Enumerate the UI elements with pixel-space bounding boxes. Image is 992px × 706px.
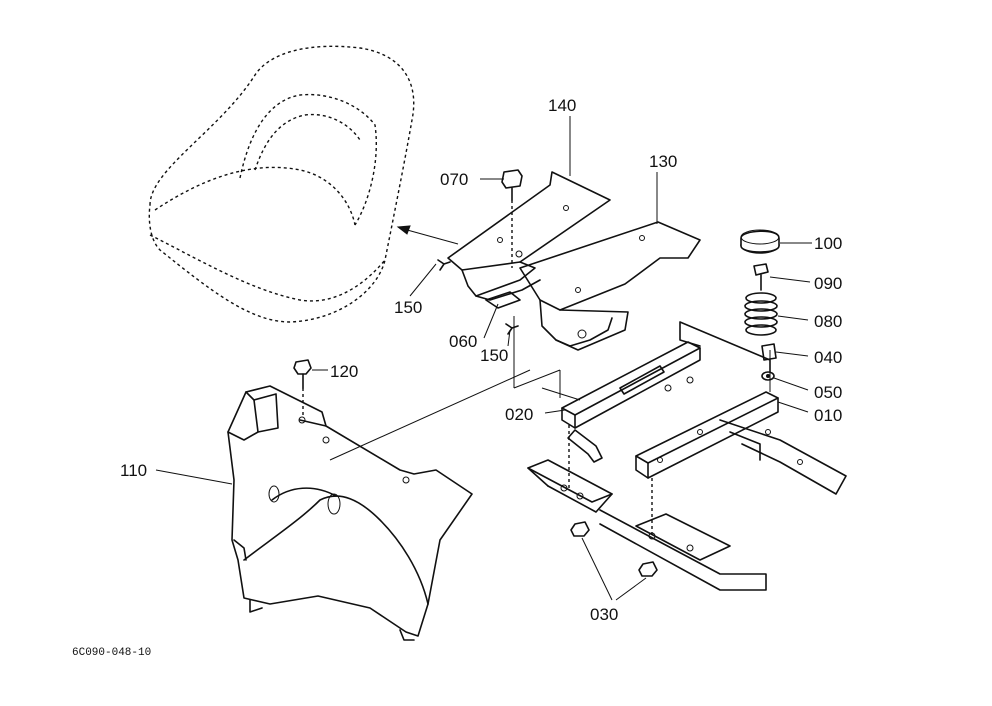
label-100: 100 xyxy=(814,234,842,253)
bolt-090 xyxy=(753,263,769,291)
pin-150-upper xyxy=(437,259,451,271)
nut-030-a xyxy=(570,521,590,537)
washer-050 xyxy=(761,371,775,381)
label-080: 080 xyxy=(814,312,842,331)
seat-adjust-lever xyxy=(567,429,603,463)
knob-100 xyxy=(740,229,780,254)
label-130: 130 xyxy=(649,152,677,171)
pin-150-lower xyxy=(505,323,519,335)
label-090: 090 xyxy=(814,274,842,293)
seat-cushion xyxy=(148,45,415,323)
label-120: 120 xyxy=(330,362,358,381)
label-070: 070 xyxy=(440,170,468,189)
label-110: 110 xyxy=(120,461,147,480)
spring-080 xyxy=(744,292,778,336)
label-150-upper: 150 xyxy=(394,298,422,317)
label-060: 060 xyxy=(449,332,477,351)
seat-bracket-130 xyxy=(519,221,701,351)
seat-support-cover-110 xyxy=(227,385,473,641)
label-150-lower: 150 xyxy=(480,346,508,365)
lever-060 xyxy=(485,291,521,309)
drawing-code: 6C090-048-10 xyxy=(72,647,151,659)
nut-030-b xyxy=(638,561,658,577)
label-010: 010 xyxy=(814,406,842,425)
label-140: 140 xyxy=(548,96,576,115)
leader-lines xyxy=(155,116,812,601)
bolt-120 xyxy=(293,359,312,418)
collar-040 xyxy=(761,343,777,361)
part-labels: 140 130 070 100 090 080 040 050 010 020 … xyxy=(72,96,842,659)
assembly-lines xyxy=(329,316,771,461)
base-rails xyxy=(527,425,767,591)
seat-plate-140 xyxy=(447,171,611,301)
seat-mount-arrow xyxy=(396,225,459,245)
label-050: 050 xyxy=(814,383,842,402)
label-030: 030 xyxy=(590,605,618,624)
slide-rail-020 xyxy=(561,341,701,429)
label-020: 020 xyxy=(505,405,533,424)
slide-rail-010 xyxy=(635,391,779,479)
label-040: 040 xyxy=(814,348,842,367)
bolt-070 xyxy=(501,169,523,268)
